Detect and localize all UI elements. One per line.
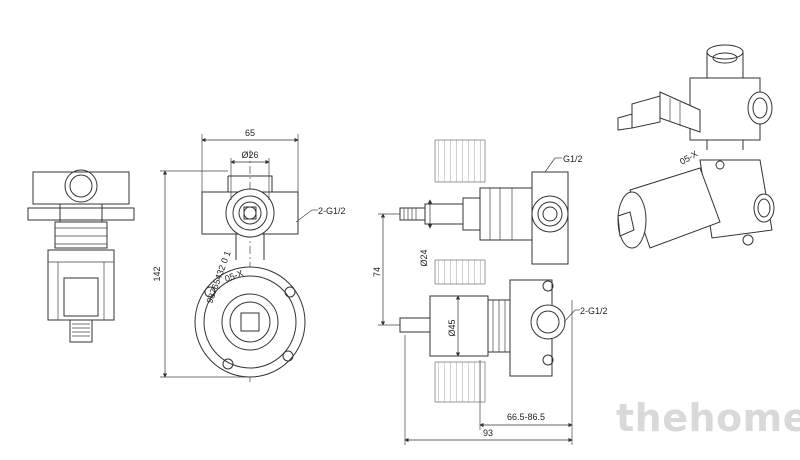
front-view: 98765432 0 1 05-X 65 Ø26 2-G1/2 142 [152, 128, 346, 385]
dim-offset-74: 74 [372, 267, 382, 277]
section-view: G1/2 74 Ø24 Ø45 2-G1/2 66.5-86.5 93 [372, 139, 608, 445]
thread-label-front: 2-G1/2 [318, 206, 346, 216]
side-view-left [27, 169, 135, 343]
dim-depth-93: 93 [483, 428, 493, 438]
isometric-view: 05-X [617, 44, 775, 249]
dim-diam-26: Ø26 [241, 150, 258, 160]
thread-label-top: G1/2 [563, 154, 583, 164]
thread-label-side: 2-G1/2 [580, 306, 608, 316]
dim-diam-45: Ø45 [447, 319, 457, 336]
dim-height-142: 142 [152, 266, 162, 281]
dim-range: 66.5-86.5 [507, 412, 545, 422]
watermark-logo: thehome [616, 396, 800, 440]
dim-width-65: 65 [245, 128, 255, 138]
dim-diam-24: Ø24 [419, 249, 429, 266]
iso-ring-marking: 05-X [678, 149, 699, 167]
